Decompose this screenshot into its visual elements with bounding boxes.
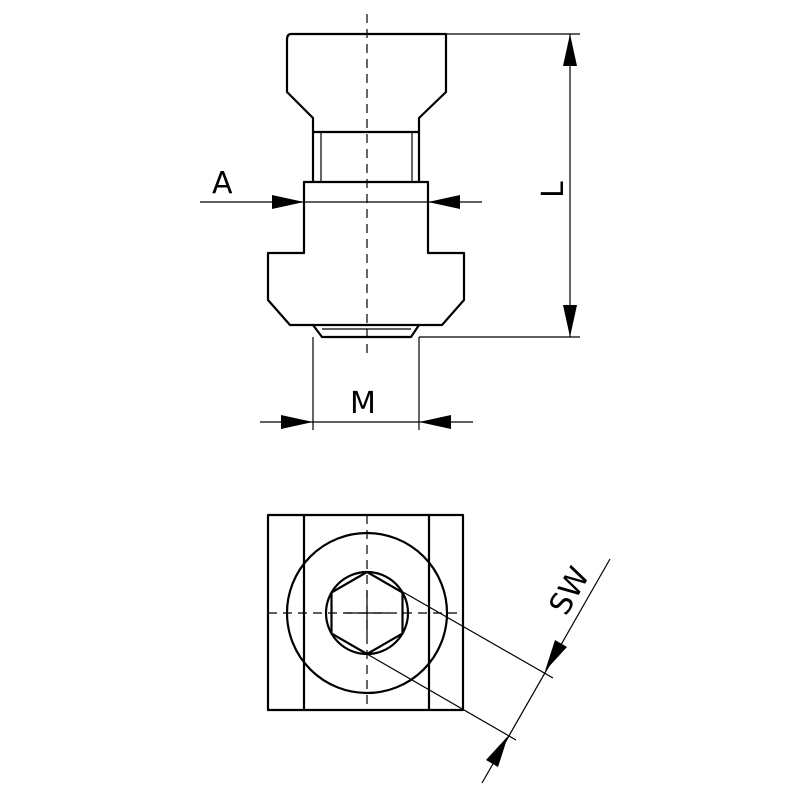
thread-stub: [312, 324, 420, 339]
arrow-icon: [563, 305, 577, 337]
arrow-icon: [545, 640, 567, 671]
body-outline: [266, 180, 466, 327]
arrow-icon: [428, 195, 460, 209]
label-l: L: [536, 181, 571, 198]
extension-line: [402, 591, 554, 679]
arrow-icon: [486, 736, 508, 767]
arrow-icon: [419, 415, 451, 429]
label-a: A: [212, 166, 233, 201]
top-view: SW: [266, 513, 611, 784]
side-view: A L M: [200, 14, 580, 430]
label-sw: SW: [543, 561, 598, 621]
head-outline: [285, 32, 448, 182]
label-m: M: [350, 386, 376, 421]
extension-line: [366, 653, 517, 741]
arrow-icon: [281, 415, 313, 429]
arrow-icon: [563, 34, 577, 66]
arrow-icon: [272, 195, 304, 209]
